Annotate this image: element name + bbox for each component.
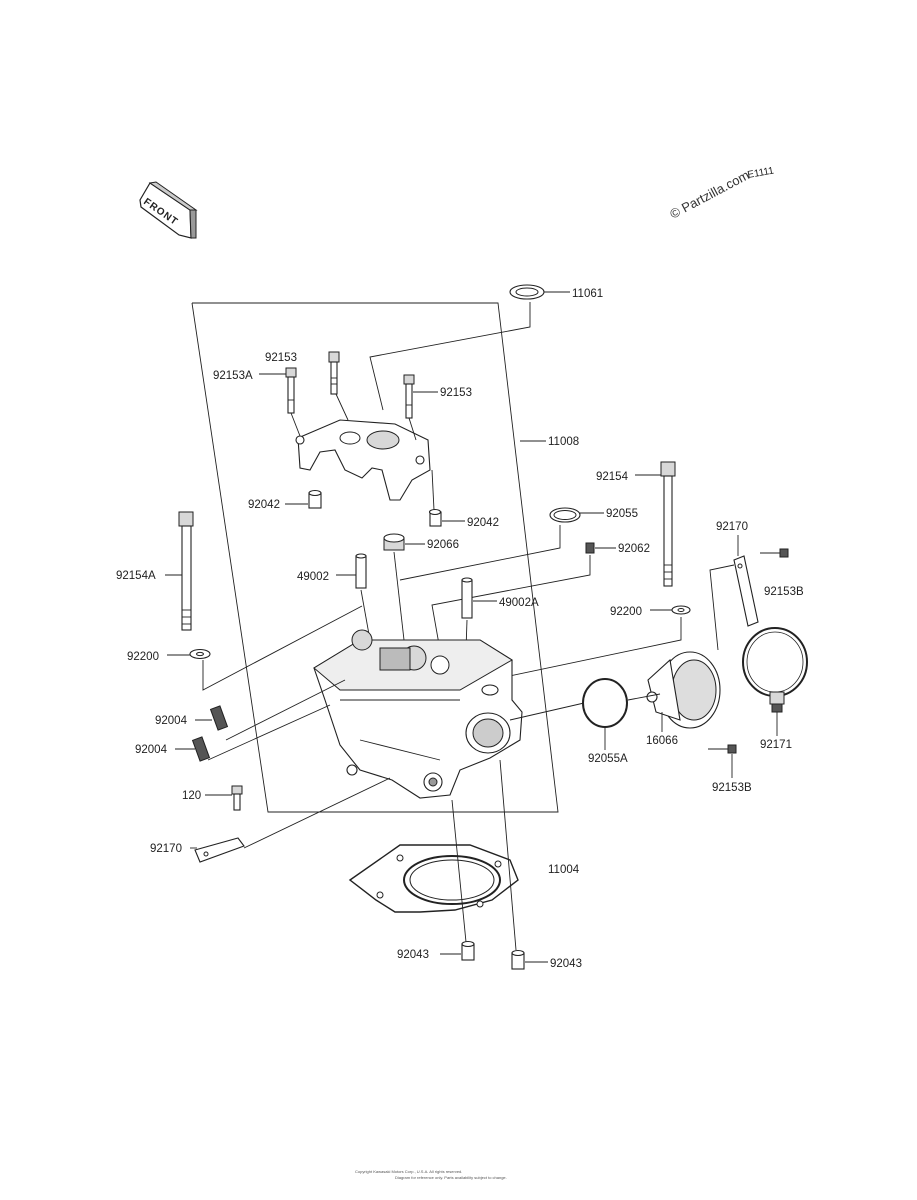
part-92170-left	[194, 837, 245, 863]
footer-line-1: Copyright Kawasaki Motors Corp., U.S.A. …	[355, 1169, 462, 1174]
label-92200-left: 92200	[127, 651, 159, 663]
part-92153-bolts	[285, 351, 415, 419]
watermark: © Partzilla.com	[667, 167, 751, 221]
label-92043-left: 92043	[397, 949, 429, 961]
part-92055A	[582, 678, 628, 728]
label-92153B-right: 92153B	[764, 586, 804, 598]
part-92154	[660, 461, 676, 587]
label-92154A: 92154A	[116, 570, 156, 582]
label-16066: 16066	[646, 735, 678, 747]
part-camshaft-holder	[290, 393, 431, 501]
label-92055A: 92055A	[588, 753, 628, 765]
part-cylinder-head	[313, 629, 523, 799]
front-arrow-icon: FRONT	[139, 181, 198, 239]
label-11004: 11004	[548, 864, 580, 876]
figure-code: E1111	[747, 165, 776, 181]
part-11004-gasket	[348, 844, 519, 913]
label-11061: 11061	[572, 288, 603, 300]
label-11008: 11008	[548, 436, 579, 448]
part-49002	[355, 553, 473, 619]
part-92200-washers	[189, 605, 691, 660]
label-92153-right: 92153	[440, 387, 472, 399]
part-92154A	[178, 511, 194, 631]
label-92153-top: 92153	[265, 352, 297, 364]
label-120: 120	[182, 790, 201, 802]
label-92170-right: 92170	[716, 521, 748, 533]
part-92055	[549, 507, 581, 523]
label-92004-a: 92004	[155, 715, 188, 727]
label-92171: 92171	[760, 739, 792, 751]
label-92042-left: 92042	[248, 499, 280, 511]
part-92062	[585, 542, 595, 554]
label-92153A: 92153A	[213, 370, 253, 382]
part-92066	[383, 533, 405, 551]
label-49002: 49002	[297, 571, 329, 583]
label-49002A: 49002A	[499, 597, 539, 609]
label-92154: 92154	[596, 471, 629, 483]
label-92170-left: 92170	[150, 843, 182, 855]
label-92042-right: 92042	[467, 517, 499, 529]
label-92043-right: 92043	[550, 958, 582, 970]
label-92200-right: 92200	[610, 606, 642, 618]
part-92043-dowels	[461, 940, 525, 970]
label-92066: 92066	[427, 539, 459, 551]
part-11061	[369, 284, 570, 411]
label-92153B-bottom: 92153B	[712, 782, 752, 794]
part-120	[231, 785, 243, 811]
part-92170-right	[733, 555, 759, 627]
part-16066	[646, 651, 721, 729]
footer-line-2: Diagram for reference only. Parts availa…	[395, 1175, 507, 1180]
label-92062: 92062	[618, 543, 650, 555]
part-92004-studs	[191, 705, 229, 762]
part-92153B-bolts	[727, 548, 789, 754]
part-92042-dowels	[308, 469, 442, 527]
label-92004-b: 92004	[135, 744, 168, 756]
label-92055: 92055	[606, 508, 638, 520]
part-92171-clamp	[742, 627, 808, 713]
